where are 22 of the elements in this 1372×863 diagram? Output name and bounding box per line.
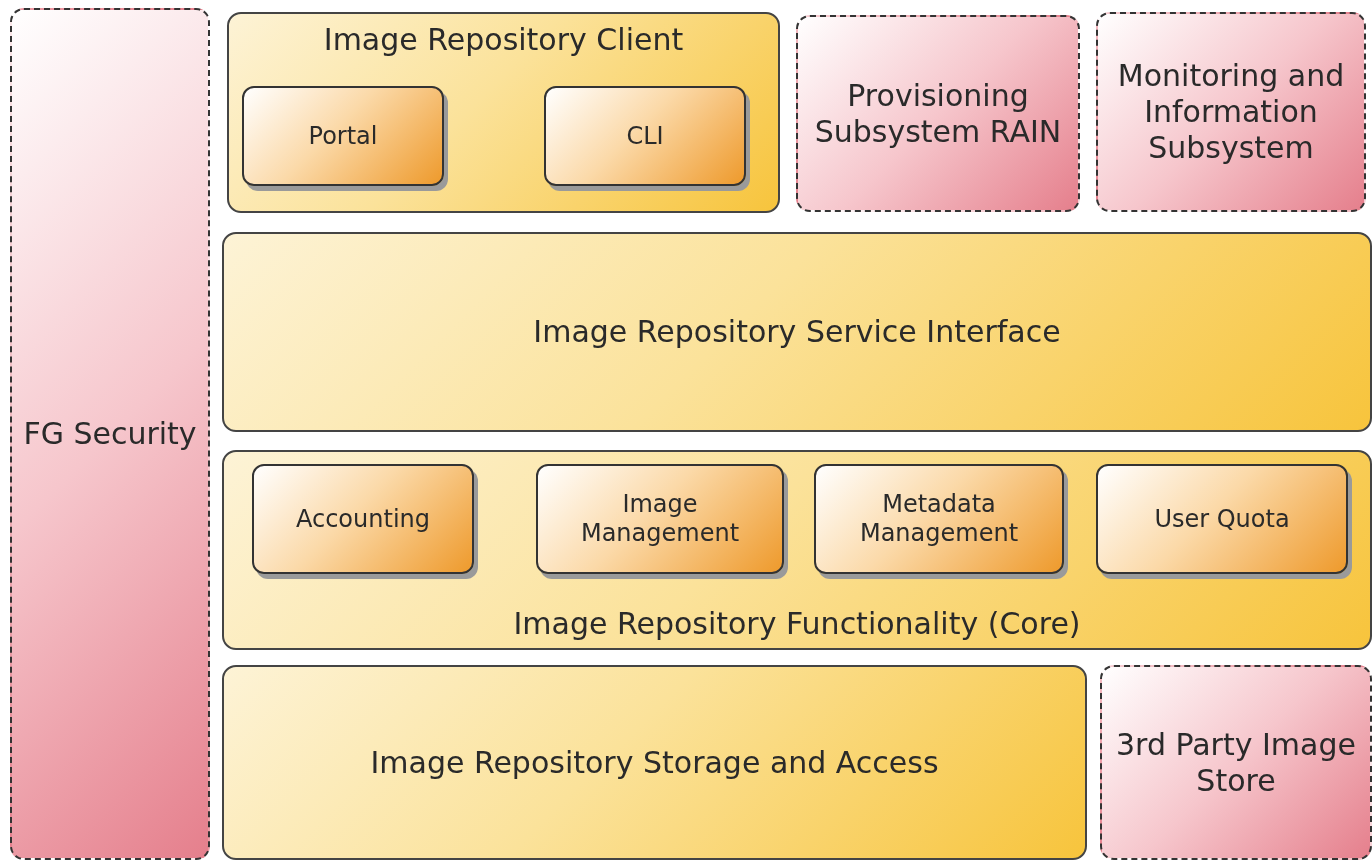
node-label: Portal [308,121,378,151]
node-label: FG Security [23,416,197,452]
subsystem-box [10,8,210,860]
node-label: Image Management [579,490,741,548]
subsystem-box [796,15,1080,212]
subsystem-box [1100,665,1372,860]
node-label: Image Repository Functionality (Core) [513,606,1081,642]
node-label: Provisioning Subsystem RAIN [813,77,1063,150]
layer-panel [227,12,780,213]
node-label: Monitoring and Information Subsystem [1116,58,1346,166]
node-label: Image Repository Storage and Access [370,744,939,781]
layer-panel [222,665,1087,860]
layer-panel [222,232,1372,432]
node-label: Accounting [296,504,430,534]
subsystem-box [1096,12,1366,212]
node-label: Image Repository Client [323,22,684,58]
node-label: 3rd Party Image Store [1115,726,1357,799]
node-label: Metadata Management [858,490,1020,548]
node-label: Image Repository Service Interface [533,314,1061,350]
layer-panel [222,450,1372,650]
node-label: CLI [626,121,664,151]
node-label: User Quota [1154,504,1290,534]
